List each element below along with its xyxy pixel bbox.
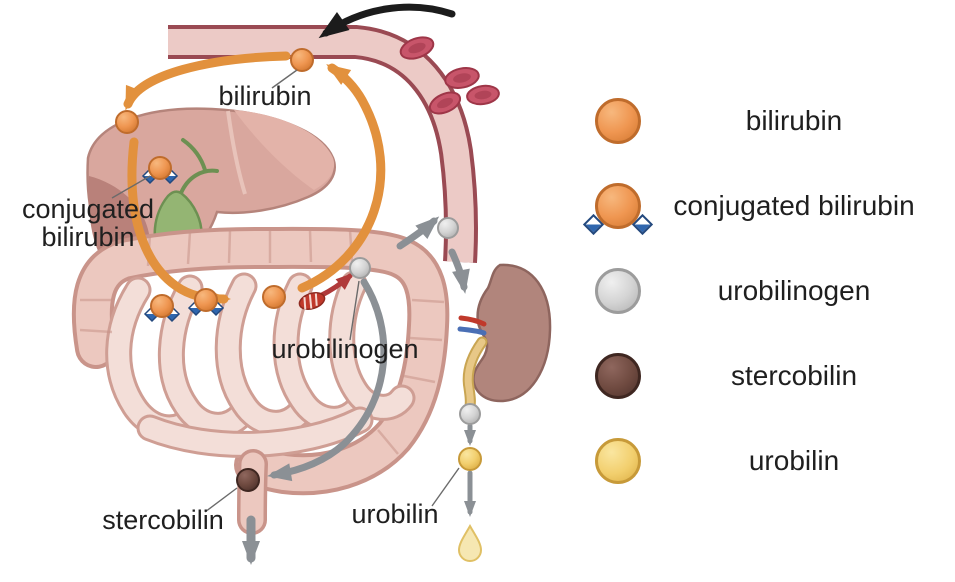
arrow-blood-recirculation: [318, 3, 456, 39]
stercobilin-molecule: [236, 468, 260, 492]
bilirubin-label: bilirubin: [218, 81, 311, 111]
gut-bacteria-icon: [298, 292, 326, 310]
bilirubin-molecule: [262, 285, 286, 309]
bilirubin-swatch-icon: [595, 97, 641, 144]
legend-item-bilirubin: bilirubin: [585, 78, 947, 163]
urobilinogen-label: urobilinogen: [271, 334, 418, 364]
liver-ligament-line: [226, 110, 247, 195]
arrow-enterohepatic-return: [297, 63, 386, 293]
conjugated-bilirubin-swatch-icon: [582, 182, 654, 235]
legend-label-bilirubin: bilirubin: [745, 104, 843, 136]
red-blood-cell: [428, 91, 462, 115]
stercobilin-label: stercobilin: [102, 505, 224, 535]
blood-vessel: [168, 25, 478, 263]
arrow-urobilinogen-to-blood: [396, 216, 440, 250]
flow-arrows: [123, 3, 476, 565]
bilirubin-sphere-icon: [595, 97, 641, 144]
arrow-urobilinogen-to-stercobilin: [267, 278, 388, 482]
legend-item-urobilin: urobilin: [585, 418, 947, 503]
arrow-bilirubin-to-liver: [123, 51, 291, 111]
urobilinogen-molecule: [459, 403, 481, 425]
large-intestine: [71, 226, 450, 496]
bilirubin-sphere-icon: [595, 182, 641, 229]
legend-label-stercobilin: stercobilin: [730, 359, 858, 391]
conjugated-bilirubin-label-line1: conjugated: [22, 194, 154, 224]
red-blood-cells: [399, 36, 500, 115]
small-intestine: [105, 270, 416, 458]
stercobilin-swatch-icon: [595, 352, 641, 399]
urobilin-sphere-icon: [595, 437, 641, 484]
pathway-diagram: bilirubin conjugated bilirubin urobilino…: [22, 3, 552, 565]
legend-item-urobilinogen: urobilinogen: [585, 248, 947, 333]
red-blood-cell: [444, 67, 480, 89]
kidney: [457, 263, 552, 403]
label-pointer-lines: [111, 69, 460, 513]
urobilinogen-sphere-icon: [595, 267, 641, 314]
legend-item-conjugated-bilirubin: conjugated bilirubin: [582, 163, 947, 248]
urobilinogen-molecule: [349, 257, 371, 279]
ureter: [462, 336, 488, 412]
legend-label-urobilinogen: urobilinogen: [717, 274, 871, 306]
arrow-blood-to-kidney: [448, 248, 470, 294]
stercobilin-sphere-icon: [595, 352, 641, 399]
bilirubin-molecule: [290, 48, 314, 72]
urobilin-molecule: [458, 447, 482, 471]
renal-vein-icon: [457, 326, 487, 336]
legend-label-urobilin: urobilin: [748, 444, 840, 476]
red-blood-cell: [399, 36, 435, 60]
urobilinogen-swatch-icon: [595, 267, 641, 314]
bilirubin-molecule: [115, 110, 139, 134]
urobilinogen-molecule: [437, 217, 459, 239]
legend-item-stercobilin: stercobilin: [585, 333, 947, 418]
legend: bilirubin conjugated bilirubin urobilino…: [582, 78, 947, 503]
urine-droplet-icon: [457, 523, 483, 562]
red-blood-cell: [466, 84, 500, 106]
renal-artery-icon: [458, 315, 487, 327]
legend-label-conjugated-bilirubin: conjugated bilirubin: [673, 189, 915, 221]
urobilin-label: urobilin: [351, 499, 438, 529]
conjugated-bilirubin-label-line2: bilirubin: [41, 222, 134, 252]
urobilin-swatch-icon: [595, 437, 641, 484]
